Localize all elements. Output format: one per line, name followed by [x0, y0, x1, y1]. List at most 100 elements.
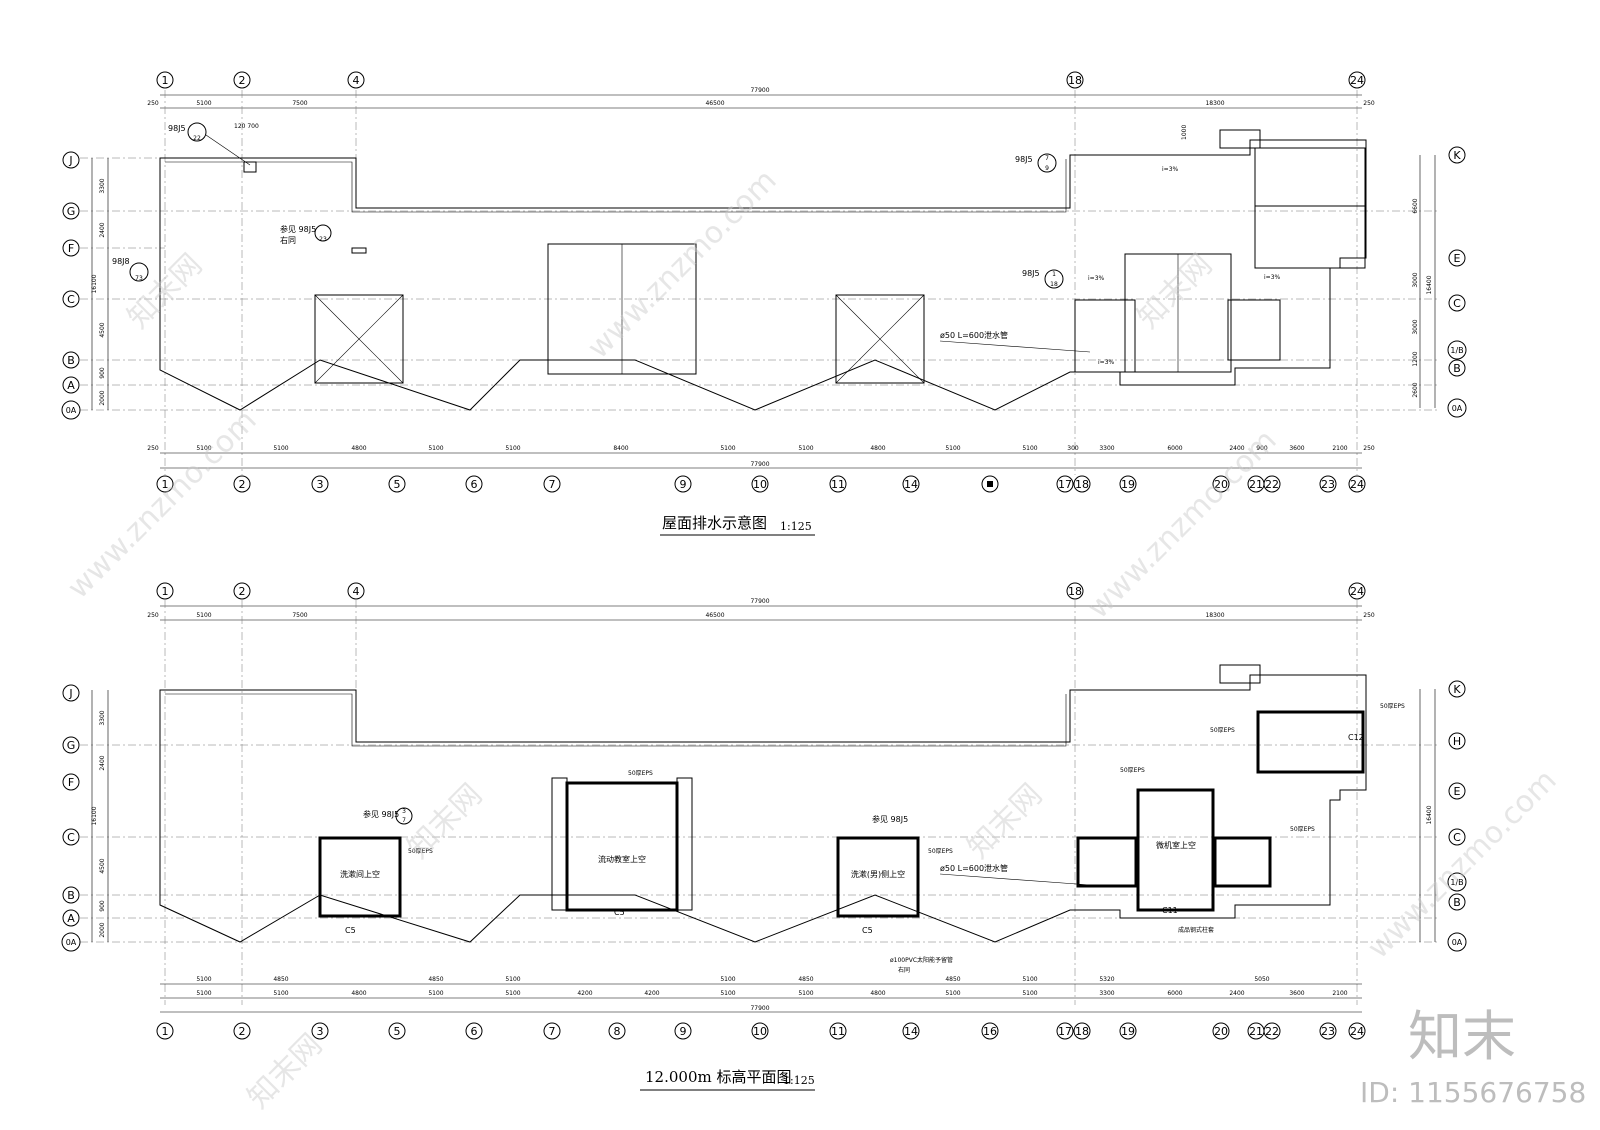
- drawing-title: 屋面排水示意图: [662, 514, 767, 532]
- room-shaft: [565, 781, 679, 912]
- dim: 250: [1363, 100, 1375, 107]
- dim: 5100: [720, 976, 735, 983]
- axis-label: 18: [1068, 585, 1082, 598]
- watermark: www.znzmo.com: [61, 403, 264, 606]
- plan-title: 屋面排水示意图 1:125: [660, 514, 815, 536]
- dim: 250: [147, 100, 159, 107]
- axis-label: K: [1453, 149, 1461, 162]
- axis-label: K: [1453, 683, 1461, 696]
- axis-label: B: [1453, 362, 1461, 375]
- room-label: 流动教室上空: [598, 854, 646, 864]
- top-axis-bubbles: 1 2 4 18 24: [156, 582, 1366, 600]
- dim: 5100: [798, 445, 813, 452]
- dim: 2400: [1229, 990, 1244, 997]
- roof-vent: [1219, 664, 1261, 684]
- grid-lines: [80, 90, 1440, 475]
- detail-ref-code: 参见 98J5: [363, 809, 399, 819]
- insulation-note: 50厚EPS: [408, 848, 433, 855]
- watermark: 知末网: [961, 777, 1049, 865]
- axis-label: 5: [394, 478, 401, 491]
- top-dimension-chain: 77900 250 5100 7500 46500 18300 250: [147, 87, 1375, 109]
- dim: 250: [147, 445, 159, 452]
- dim: 5100: [196, 976, 211, 983]
- detail-ref-code: 98J5: [1022, 269, 1040, 278]
- plan-title: 12.000m 标高平面图 1:125: [640, 1068, 815, 1091]
- axis-label: 19: [1121, 478, 1135, 491]
- plan-12m-level: 1 2 4 18 24 77900 250 5100 7500 46500 18…: [61, 582, 1467, 1091]
- axis-label: C: [67, 293, 75, 306]
- room-shaft: [318, 836, 402, 918]
- room-labels: 洗漱间上空 流动教室上空 洗漱(男)侧上空 微机室上空 50厚EPS 50厚EP…: [340, 703, 1405, 974]
- axis-label: 4: [353, 585, 360, 598]
- dim: 3600: [1289, 990, 1304, 997]
- detail-ref-top: 3: [402, 808, 406, 815]
- axis-label: H: [1453, 735, 1461, 748]
- dim: 2600: [1412, 382, 1419, 397]
- axis-label: 1: [162, 585, 169, 598]
- dim: 2100: [1332, 445, 1347, 452]
- dim: 6000: [1167, 445, 1182, 452]
- axis-label: 11: [831, 478, 845, 491]
- dim: 5050: [1254, 976, 1269, 983]
- room-label: 微机室上空: [1156, 840, 1196, 850]
- dim-total: 16100: [91, 274, 98, 293]
- watermark: www.znzmo.com: [1081, 423, 1284, 626]
- axis-label: 9: [680, 1025, 687, 1038]
- axis-label: 10: [753, 478, 767, 491]
- axis-label: A: [67, 379, 75, 392]
- pipe-note: ø50 L=600泄水管: [940, 863, 1008, 873]
- axis-label: C: [67, 831, 75, 844]
- axis-label: 0A: [66, 406, 77, 415]
- slope-note: i=3%: [1088, 275, 1105, 282]
- drawing-scale: 1:125: [783, 1074, 815, 1087]
- roof-vent: [1219, 129, 1261, 149]
- wall-pier: [676, 777, 693, 911]
- watermark: 知末网: [401, 777, 489, 865]
- axis-label: J: [68, 687, 72, 700]
- dim: 900: [1256, 445, 1268, 452]
- dim: 5100: [196, 100, 211, 107]
- axis-label: 7: [549, 478, 556, 491]
- bottom-axis-bubbles: 1 2 3 5 6 7 9 10 11 14 17 18 19 20 21 22…: [156, 475, 1366, 493]
- dim: 2400: [99, 755, 106, 770]
- watermarks: www.znzmo.com 知末网 知末网 www.znzmo.com www.…: [61, 163, 1586, 1116]
- axis-label: 2: [239, 1025, 246, 1038]
- dim: 5100: [505, 976, 520, 983]
- dim: 2400: [1229, 445, 1244, 452]
- axis-label: 2: [239, 74, 246, 87]
- axis-label: 19: [1121, 1025, 1135, 1038]
- drain-outlet: [351, 247, 367, 254]
- dim: 5100: [428, 445, 443, 452]
- left-axis-bubbles: J G F C B A 0A 16100 3300 2400 4500 900 …: [61, 151, 109, 420]
- detail-ref-top: 1: [1052, 271, 1056, 278]
- dim: 7500: [292, 100, 307, 107]
- dim: 5100: [196, 612, 211, 619]
- dim: 3600: [1289, 445, 1304, 452]
- axis-label: 20: [1214, 478, 1228, 491]
- right-axis-bubbles: K E C 1/B B 0A 16400 6600 3000 3000 1200…: [1412, 146, 1467, 418]
- axis-label: 1/B: [1450, 346, 1463, 355]
- plan-roof-drainage: 1 2 4 18 24 77900 250 5100 7500 46500 18…: [61, 71, 1467, 536]
- bottom-dimension-chain: 77900 250 5100 5100 4800 5100 5100 8400 …: [147, 445, 1375, 469]
- slope-note: i=3%: [1162, 166, 1179, 173]
- insulation-note: 50厚EPS: [1120, 767, 1145, 774]
- axis-label: 0A: [1452, 404, 1463, 413]
- dim: 2000: [99, 390, 106, 405]
- axis-label: 21: [1249, 478, 1263, 491]
- dim: 6000: [1167, 990, 1182, 997]
- window-tag: C5: [614, 908, 625, 917]
- dim-total: 16400: [1426, 805, 1433, 824]
- axis-label: 1: [162, 1025, 169, 1038]
- room-label: 洗漱间上空: [340, 869, 380, 879]
- brand-logo: 知末: [1408, 1005, 1516, 1068]
- axis-label: J: [68, 154, 72, 167]
- axis-label: 7: [549, 1025, 556, 1038]
- dim: 7500: [292, 612, 307, 619]
- axis-label: 3: [317, 478, 324, 491]
- axis-label: 24: [1350, 1025, 1364, 1038]
- dim: 5100: [720, 990, 735, 997]
- dim: 4500: [99, 322, 106, 337]
- axis-label: C: [1453, 831, 1461, 844]
- insulation-note: 50厚EPS: [628, 770, 653, 777]
